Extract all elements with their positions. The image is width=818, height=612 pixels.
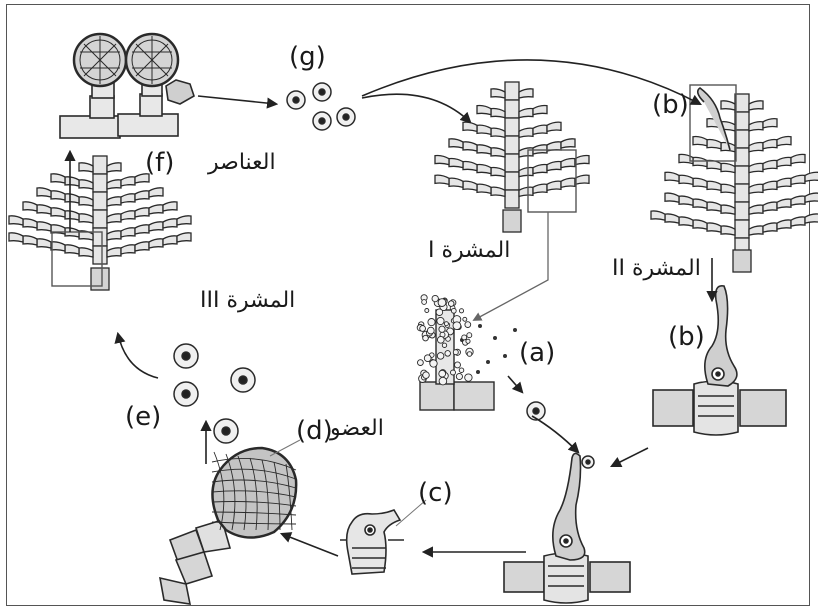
zoom-box-ii (689, 84, 737, 162)
label-a: (a) (519, 338, 556, 368)
germ-tube-bottom (503, 452, 631, 604)
label-stage-1: المشرة I (428, 238, 511, 263)
label-organ: العضو (330, 416, 384, 441)
label-f: (f) (145, 148, 175, 178)
reproductive-structures-f (59, 32, 195, 139)
spore-a (526, 401, 595, 469)
plant-stage-2 (650, 93, 818, 273)
label-g: (g) (289, 42, 326, 72)
zoom-box-i (527, 149, 577, 213)
label-c: (c) (418, 478, 453, 508)
germ-tube-b (652, 284, 787, 436)
stage-c (340, 509, 404, 575)
germ-detail (696, 87, 731, 151)
spores-e (173, 343, 256, 444)
label-b-middle: (b) (668, 322, 705, 352)
label-stage-3: المشرة III (200, 288, 296, 313)
zoom-box-iii (51, 231, 103, 287)
label-stage-2: المشرة II (612, 256, 701, 281)
leader-lines (269, 439, 427, 527)
label-d: (d) (296, 416, 333, 446)
label-e: (e) (125, 402, 162, 432)
label-b-top: (b) (652, 90, 689, 120)
cycle-arrows (64, 59, 718, 558)
label-elements: العناصر (208, 150, 276, 175)
spores-g (286, 82, 356, 131)
spore-cluster-closeup (416, 294, 495, 411)
plant-stage-3 (8, 155, 192, 291)
plant-stage-1 (434, 81, 590, 233)
organ-d (158, 446, 298, 605)
gray-connector-arrows (472, 212, 549, 321)
